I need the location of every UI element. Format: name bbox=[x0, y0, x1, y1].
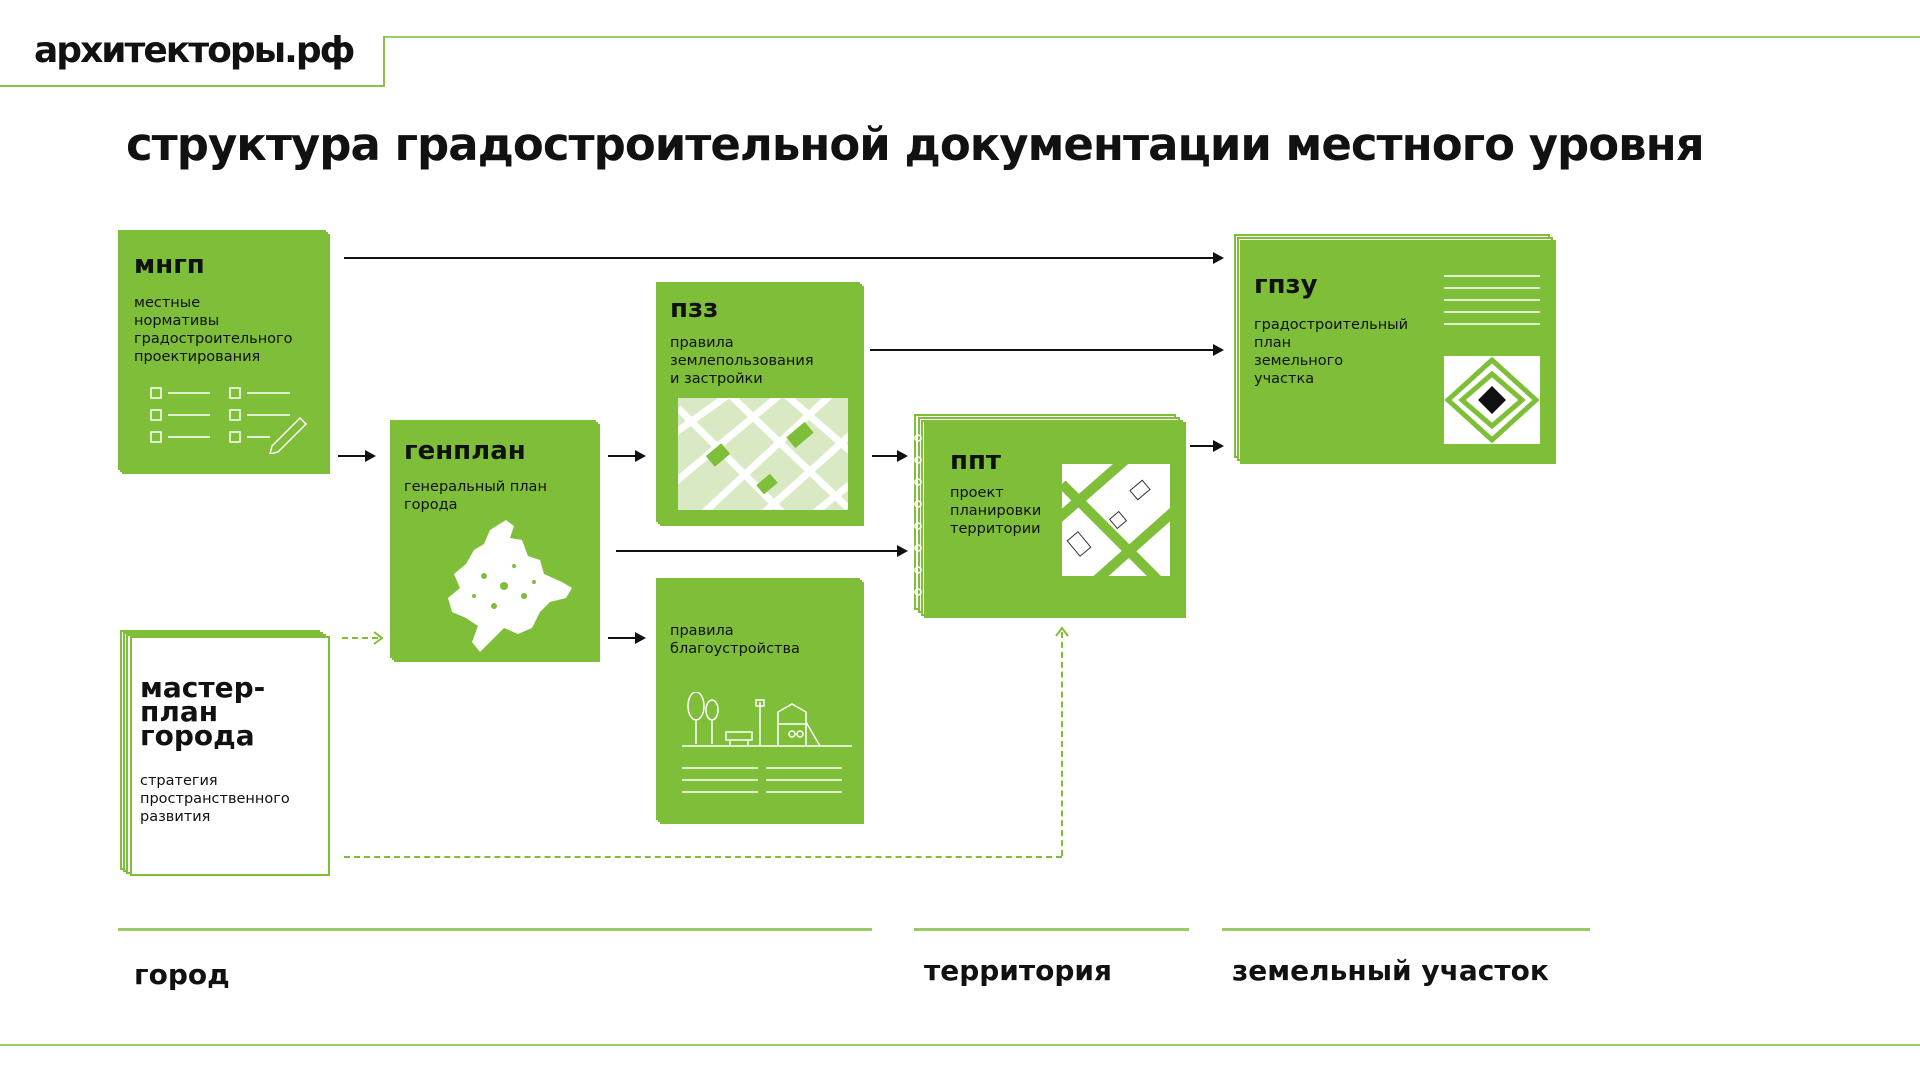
doc-masterplan-desc-2: пространственного bbox=[140, 791, 290, 807]
doc-pzz-desc-3: и застройки bbox=[670, 371, 763, 387]
arrow-genplan-ppt bbox=[616, 545, 908, 557]
doc-ppt-abbr: ппт bbox=[950, 446, 1001, 476]
doc-mngp[interactable]: мнгп местные нормативы градостроительног… bbox=[118, 230, 330, 474]
doc-masterplan[interactable]: мастер- план города стратегия пространст… bbox=[120, 630, 330, 876]
dashed-up-ppt bbox=[1061, 632, 1063, 856]
doc-blago-desc-2: благоустройства bbox=[670, 641, 800, 657]
category-city: город bbox=[134, 958, 230, 991]
doc-gpzu[interactable]: гпзу градостроительный план земельного у… bbox=[1234, 234, 1556, 464]
doc-ppt-desc-2: планировки bbox=[950, 503, 1042, 519]
page-title: структура градостроительной документации… bbox=[126, 118, 1705, 171]
checklist-icon bbox=[150, 387, 308, 454]
arrow-ppt-gpzu bbox=[1190, 440, 1224, 452]
planning-map-icon bbox=[1062, 464, 1170, 576]
brand-frame bbox=[0, 36, 385, 87]
doc-mngp-abbr: мнгп bbox=[134, 250, 205, 280]
doc-ppt[interactable]: ппт проект планировки территории bbox=[914, 414, 1186, 618]
land-plot-icon bbox=[1444, 356, 1540, 444]
doc-mngp-desc-4: проектирования bbox=[134, 349, 261, 365]
playground-icon bbox=[682, 692, 852, 793]
doc-genplan[interactable]: генплан генеральный план города bbox=[390, 420, 600, 662]
doc-masterplan-title-3: города bbox=[140, 719, 255, 752]
dashed-arrowhead-ppt bbox=[1055, 626, 1069, 637]
category-line-city bbox=[118, 928, 872, 931]
dashed-masterplan-genplan bbox=[342, 637, 378, 639]
doc-gpzu-desc-4: участка bbox=[1254, 371, 1315, 387]
category-territory: территория bbox=[924, 954, 1113, 987]
arrow-mngp-genplan bbox=[338, 450, 376, 462]
doc-mngp-desc-3: градостроительного bbox=[134, 331, 293, 347]
brand-logo[interactable]: архитекторы.рф bbox=[34, 30, 355, 71]
doc-gpzu-desc-2: план bbox=[1254, 335, 1292, 351]
doc-ppt-desc-1: проект bbox=[950, 485, 1004, 501]
zoning-map-icon bbox=[678, 398, 848, 510]
doc-gpzu-abbr: гпзу bbox=[1254, 270, 1318, 300]
arrow-genplan-pzz bbox=[608, 450, 646, 462]
doc-blago-desc-1: правила bbox=[670, 623, 734, 639]
doc-pzz-desc-1: правила bbox=[670, 335, 734, 351]
doc-mngp-desc-1: местные bbox=[134, 295, 201, 311]
city-map-icon bbox=[448, 520, 572, 652]
doc-gpzu-desc-3: земельного bbox=[1254, 353, 1344, 369]
arrow-genplan-blago bbox=[608, 632, 646, 644]
category-plot: земельный участок bbox=[1232, 954, 1549, 987]
header-rule bbox=[384, 36, 1920, 38]
doc-masterplan-desc-1: стратегия bbox=[140, 773, 218, 789]
doc-blagoustroystvo[interactable]: правила благоустройства bbox=[656, 578, 864, 824]
doc-mngp-desc-2: нормативы bbox=[134, 313, 220, 329]
binding-rings-icon bbox=[914, 434, 922, 596]
category-line-plot bbox=[1222, 928, 1590, 931]
doc-masterplan-desc-3: развития bbox=[140, 809, 211, 825]
doc-gpzu-desc-1: градостроительный bbox=[1254, 317, 1409, 333]
dashed-masterplan-ppt bbox=[344, 856, 1062, 858]
arrow-pzz-ppt bbox=[872, 450, 908, 462]
doc-genplan-abbr: генплан bbox=[404, 436, 526, 466]
doc-genplan-desc-1: генеральный план bbox=[404, 479, 547, 495]
footer-rule bbox=[0, 1044, 1920, 1046]
arrow-mngp-gpzu bbox=[344, 252, 1224, 264]
doc-genplan-desc-2: города bbox=[404, 497, 458, 513]
text-lines-icon bbox=[1444, 275, 1540, 325]
doc-ppt-desc-3: территории bbox=[950, 521, 1041, 537]
dashed-arrowhead-genplan bbox=[373, 631, 384, 645]
doc-masterplan-title-1: мастер- bbox=[140, 671, 266, 704]
doc-pzz-abbr: пзз bbox=[670, 294, 719, 324]
doc-pzz[interactable]: пзз правила землепользования и застройки bbox=[656, 282, 864, 526]
doc-masterplan-title-2: план bbox=[140, 695, 219, 728]
doc-pzz-desc-2: землепользования bbox=[670, 353, 814, 369]
arrow-pzz-gpzu bbox=[870, 344, 1224, 356]
category-line-territory bbox=[914, 928, 1189, 931]
